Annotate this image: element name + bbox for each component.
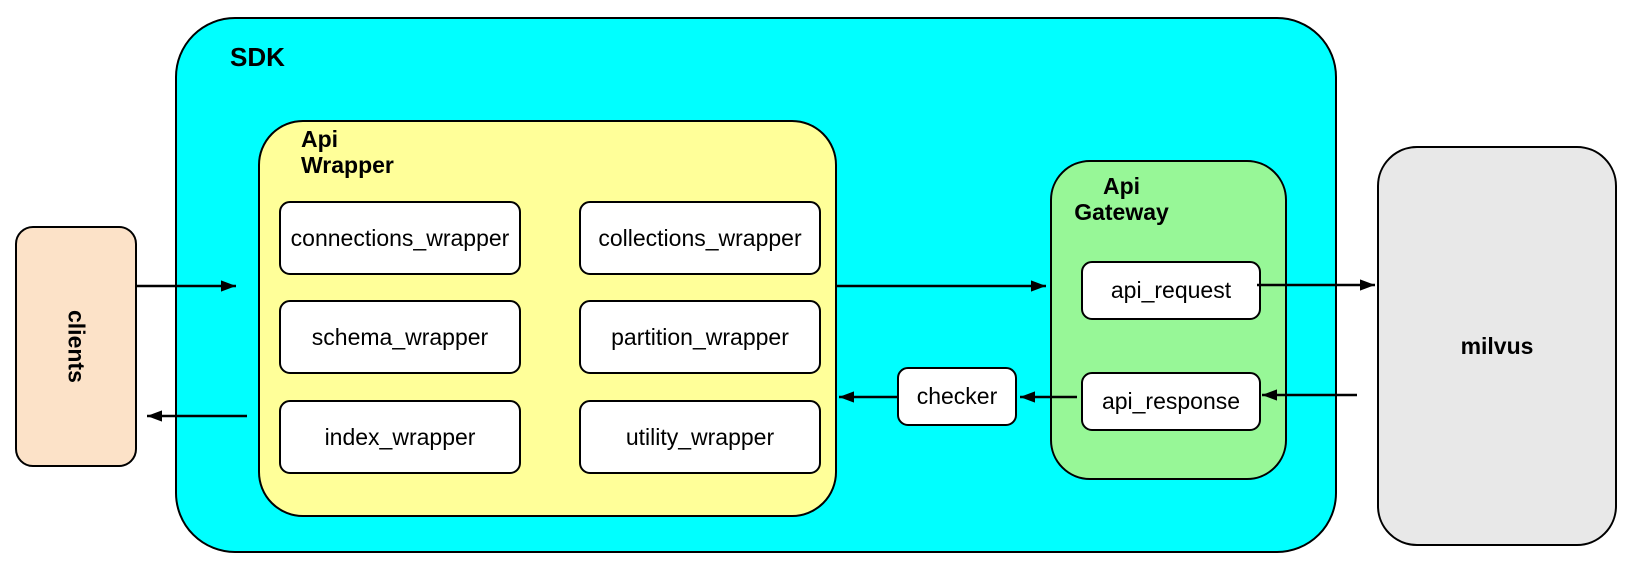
schema-wrapper-node: schema_wrapper <box>279 300 521 374</box>
sdk-container: SDK Api Wrapper connections_wrapper coll… <box>175 17 1337 553</box>
index-wrapper-node: index_wrapper <box>279 400 521 474</box>
api-response-node: api_response <box>1081 372 1261 431</box>
clients-node: clients <box>15 226 137 467</box>
collections-wrapper-node: collections_wrapper <box>579 201 821 275</box>
api-wrapper-container: Api Wrapper connections_wrapper collecti… <box>258 120 837 517</box>
utility-wrapper-node: utility_wrapper <box>579 400 821 474</box>
api-gateway-label: Api Gateway <box>1074 173 1169 225</box>
connections-wrapper-node: connections_wrapper <box>279 201 521 275</box>
api-wrapper-label: Api Wrapper <box>301 126 394 178</box>
sdk-label: SDK <box>230 42 285 72</box>
api-request-node: api_request <box>1081 261 1261 320</box>
clients-label: clients <box>63 310 90 383</box>
checker-node: checker <box>897 367 1017 426</box>
milvus-node: milvus <box>1377 146 1617 546</box>
partition-wrapper-node: partition_wrapper <box>579 300 821 374</box>
api-gateway-container: Api Gateway api_request api_response <box>1050 160 1287 480</box>
